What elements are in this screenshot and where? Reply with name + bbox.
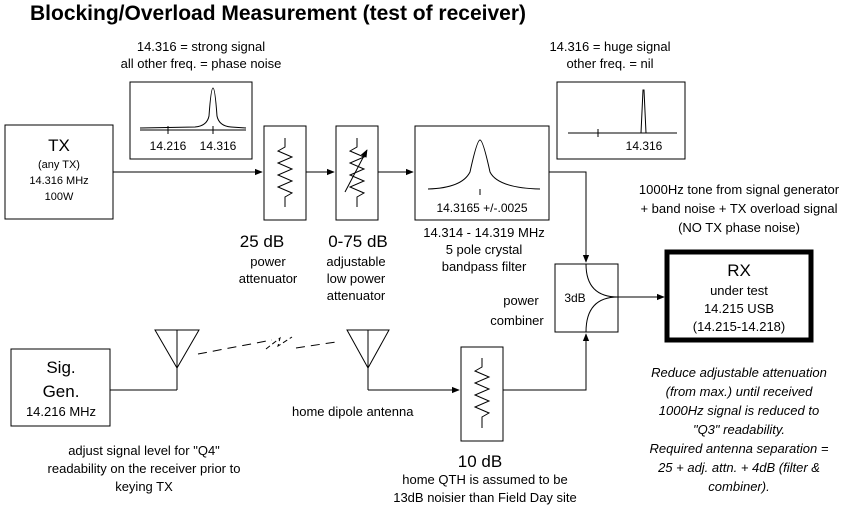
- rx-line-3: (14.215-14.218): [693, 319, 786, 334]
- sig-gen-line-1: Sig.: [46, 358, 75, 377]
- procedure-line-7: combiner).: [708, 479, 769, 494]
- tx-box: TX (any TX) 14.316 MHz 100W: [4, 124, 114, 220]
- tx-spectrum-plot: 14.216 14.316: [129, 81, 253, 160]
- atten-10-line-1: home QTH is assumed to be: [402, 472, 567, 487]
- atten-25-line-1: power: [250, 254, 286, 269]
- tx-line-3: 100W: [45, 191, 74, 203]
- tx-line-1: (any TX): [38, 159, 80, 171]
- antenna-label: home dipole antenna: [292, 404, 414, 419]
- wire-filter-to-combiner: [549, 171, 590, 263]
- atten-adj-line-3: attenuator: [327, 288, 386, 303]
- atten-25-value: 25 dB: [240, 232, 284, 251]
- tx-spectrum-tick-1: 14.216: [150, 139, 187, 153]
- rx-note-1: 1000Hz tone from signal generator: [639, 182, 840, 197]
- filter-line-3: bandpass filter: [442, 259, 527, 274]
- procedure-line-6: 25 + adj. attn. + 4dB (filter &: [657, 460, 820, 475]
- rx-box: RX under test 14.215 USB (14.215-14.218): [664, 249, 814, 343]
- rx-line-1: under test: [710, 283, 768, 298]
- atten-10-value: 10 dB: [458, 452, 502, 471]
- out-spectrum-note-1: 14.316 = huge signal: [549, 39, 670, 54]
- procedure-line-1: Reduce adjustable attenuation: [651, 365, 827, 380]
- antenna-icon: [154, 329, 200, 390]
- attenuator-adjustable: 0-75 dB adjustable low power attenuator: [326, 125, 388, 303]
- combiner-inner-label: 3dB: [564, 291, 585, 305]
- rx-title: RX: [727, 261, 751, 280]
- tx-title: TX: [48, 136, 70, 155]
- atten-adj-value: 0-75 dB: [328, 232, 388, 251]
- rx-note-2: + band noise + TX overload signal: [640, 201, 837, 216]
- procedure-line-2: (from max.) until received: [666, 384, 813, 399]
- sig-gen-line-2: Gen.: [43, 382, 80, 401]
- attenuator-10db: 10 dB home QTH is assumed to be 13dB noi…: [393, 346, 577, 505]
- power-combiner: 3dB power combiner: [490, 263, 619, 333]
- sig-gen-line-3: 14.216 MHz: [26, 404, 96, 419]
- procedure-note: Reduce adjustable attenuation (from max.…: [650, 365, 829, 494]
- attenuator-25db: 25 dB power attenuator: [239, 125, 307, 286]
- filter-line-2: 5 pole crystal: [446, 242, 523, 257]
- bandpass-filter: 14.3165 +/-.0025 14.314 - 14.319 MHz 5 p…: [414, 125, 550, 274]
- procedure-line-3: 1000Hz signal is reduced to: [659, 403, 819, 418]
- atten-adj-line-1: adjustable: [326, 254, 385, 269]
- procedure-line-4: "Q3" readability.: [693, 422, 785, 437]
- tx-spectrum-note-2: all other freq. = phase noise: [121, 56, 282, 71]
- atten-10-line-2: 13dB noisier than Field Day site: [393, 490, 577, 505]
- tx-line-2: 14.316 MHz: [29, 175, 88, 187]
- rx-note-3: (NO TX phase noise): [678, 220, 800, 235]
- radio-link: [197, 336, 337, 355]
- out-spectrum-tick: 14.316: [626, 139, 663, 153]
- procedure-line-5: Required antenna separation =: [650, 441, 829, 456]
- atten-25-line-2: attenuator: [239, 271, 298, 286]
- out-spectrum-plot: 14.316: [556, 81, 686, 160]
- out-spectrum-note-2: other freq. = nil: [566, 56, 653, 71]
- diagram-title: Blocking/Overload Measurement (test of r…: [30, 2, 526, 25]
- dipole-antenna-icon: [346, 329, 390, 390]
- sig-gen-note-2: readability on the receiver prior to: [48, 461, 241, 476]
- rx-line-2: 14.215 USB: [704, 301, 774, 316]
- atten-adj-line-2: low power: [327, 271, 386, 286]
- combiner-line-2: combiner: [490, 313, 544, 328]
- wire-atten10-to-combiner: [503, 333, 590, 391]
- tx-spectrum-tick-2: 14.316: [200, 139, 237, 153]
- sig-gen-note-3: keying TX: [115, 479, 173, 494]
- filter-tick: 14.3165 +/-.0025: [436, 201, 527, 215]
- filter-line-1: 14.314 - 14.319 MHz: [423, 225, 544, 240]
- sig-gen-note-1: adjust signal level for "Q4": [68, 443, 220, 458]
- tx-spectrum-note-1: 14.316 = strong signal: [137, 39, 265, 54]
- signal-generator-box: Sig. Gen. 14.216 MHz: [10, 348, 111, 427]
- combiner-line-1: power: [503, 293, 539, 308]
